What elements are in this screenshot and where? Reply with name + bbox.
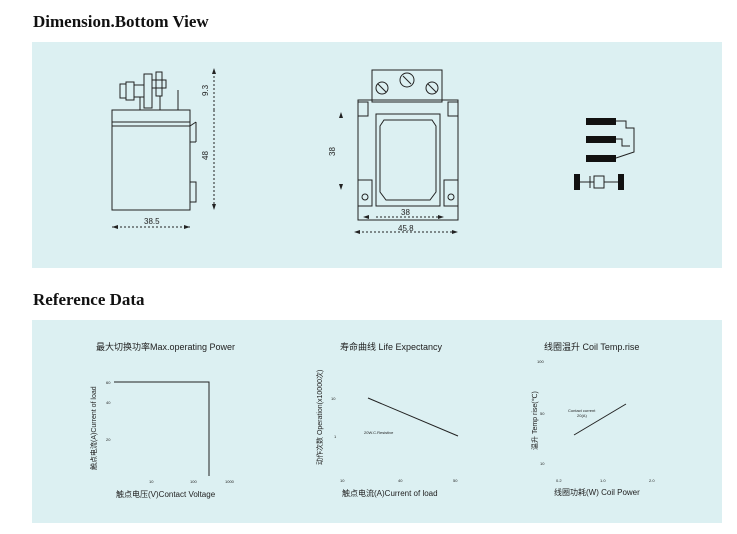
chart2-ytick-1: 1: [334, 434, 337, 439]
dim-arrow-right-3-icon: [452, 230, 458, 234]
reference-charts: 最大切换功率Max.operating Power 触点电流(A)Current…: [89, 341, 655, 499]
dim-arrow-right-2-icon: [438, 215, 444, 219]
chart1-ytick-20: 20: [106, 437, 111, 442]
chart-max-operating-power: 最大切换功率Max.operating Power 触点电流(A)Current…: [89, 341, 235, 499]
chart3-xtick-1-0: 1.0: [600, 478, 606, 483]
chart2-title: 寿命曲线 Life Expectancy: [340, 341, 443, 352]
dim-arrow-left-icon: [112, 225, 118, 229]
dimension-drawings: 9.3 48 38.5 38: [111, 68, 635, 234]
wiring-schematic: [574, 118, 635, 190]
dim-arrow-down-icon: [339, 184, 343, 190]
dim-arrow-up-icon: [339, 112, 343, 118]
dim-arrow-right-icon: [184, 225, 190, 229]
chart3-title: 线圈温升 Coil Temp.rise: [544, 341, 639, 352]
chart1-xlabel: 触点电压(V)Contact Voltage: [116, 489, 216, 499]
chart1-title: 最大切换功率Max.operating Power: [96, 341, 235, 352]
dim-arrow-top-icon: [212, 68, 216, 74]
side-view-drawing: [111, 71, 215, 228]
chart3-series-line: [573, 403, 627, 436]
reference-heading: Reference Data: [33, 290, 145, 309]
chart1-ytick-60: 60: [106, 380, 111, 385]
chart1-series-line: [114, 381, 210, 476]
chart2-xtick-10: 10: [340, 478, 345, 483]
chart3-ytick-10: 10: [540, 461, 545, 466]
chart3-ytick-50: 50: [540, 411, 545, 416]
bottom-view-drawing: [357, 69, 459, 233]
bottom-dim-inner-width: 38: [401, 208, 410, 217]
dim-arrow-left-2-icon: [363, 215, 369, 219]
chart-life-expectancy: 寿命曲线 Life Expectancy 动作次数 Operation(x100…: [315, 341, 458, 498]
chart3-xtick-2-0: 2.0: [649, 478, 655, 483]
side-dim-height: 48: [201, 151, 210, 160]
chart3-xlabel: 线圈功耗(W) Coil Power: [554, 487, 640, 497]
chart1-xtick-100: 100: [190, 479, 197, 484]
dim-arrow-bottom-icon: [212, 204, 216, 210]
chart3-xtick-0-2: 0.2: [556, 478, 562, 483]
chart2-xlabel: 触点电流(A)Current of load: [342, 488, 438, 498]
chart1-ylabel: 触点电流(A)Current of load: [89, 386, 98, 470]
chart1-ytick-40: 40: [106, 400, 111, 405]
reference-panel: 最大切换功率Max.operating Power 触点电流(A)Current…: [32, 320, 722, 523]
chart2-ylabel: 动作次数 Operation(x10000次): [315, 370, 324, 465]
chart1-xtick-10: 10: [149, 479, 154, 484]
chart1-xtick-1000: 1000: [225, 479, 235, 484]
chart3-annotation-line1: Contact current: [568, 408, 596, 413]
chart2-xtick-40: 40: [398, 478, 403, 483]
chart2-xtick-50: 50: [453, 478, 458, 483]
dimension-panel: 9.3 48 38.5 38: [32, 42, 722, 268]
dimension-heading: Dimension.Bottom View: [33, 12, 209, 31]
chart-coil-temp-rise: 线圈温升 Coil Temp.rise 温升 Temp rise(℃) 线圈功耗…: [530, 341, 655, 497]
dim-arrow-left-3-icon: [354, 230, 360, 234]
bottom-dim-height: 38: [328, 147, 337, 156]
chart2-series-line: [367, 397, 459, 437]
chart3-annotation-line2: 20(A): [577, 413, 587, 418]
chart3-ylabel: 温升 Temp rise(℃): [530, 391, 539, 450]
chart2-ytick-10: 10: [331, 396, 336, 401]
bottom-dim-outer-width: 45.8: [398, 224, 414, 233]
side-dim-width: 38.5: [144, 217, 160, 226]
chart2-annotation: 20W.C.Resistive: [364, 430, 394, 435]
side-dim-top: 9.3: [201, 84, 210, 96]
chart3-ytick-100: 100: [537, 359, 544, 364]
